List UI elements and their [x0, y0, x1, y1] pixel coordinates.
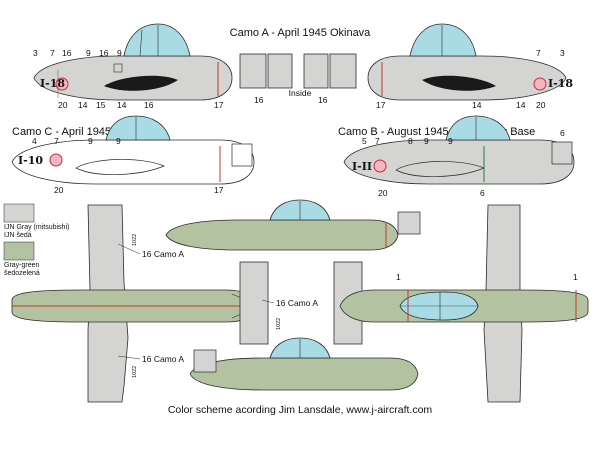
svg-text:IJN Gray (mitsubishi): IJN Gray (mitsubishi) [4, 224, 69, 231]
svg-text:7: 7 [50, 48, 55, 58]
svg-text:9: 9 [88, 136, 93, 146]
callout-camo-a-1: 16 Camo A [142, 249, 184, 259]
color-legend: IJN Gray (mitsubishi) IJN šedá Gray-gree… [3, 203, 69, 277]
svg-text:7: 7 [536, 48, 541, 58]
svg-text:1022: 1022 [276, 318, 282, 330]
profile-gray-green-upper [165, 199, 421, 251]
svg-text:9: 9 [117, 48, 122, 58]
canopy [105, 115, 171, 141]
plan-view-underside: 16 Camo A 16 Camo A 1022 1022 [11, 204, 263, 403]
plan-view-top: 1 1 [339, 204, 589, 403]
svg-text:20: 20 [536, 100, 546, 110]
hinomaru [373, 159, 387, 173]
svg-text:4: 4 [32, 136, 37, 146]
svg-text:6: 6 [560, 128, 565, 138]
svg-text:9: 9 [116, 136, 121, 146]
svg-text:1: 1 [396, 272, 401, 282]
profile-camo-a-right: I-18 7 3 20 14 14 17 [367, 23, 573, 110]
fuselage [189, 357, 419, 391]
profile-camo-b: I-II 5 7 8 9 9 6 20 6 [343, 115, 575, 198]
svg-text:1022: 1022 [132, 234, 138, 246]
svg-text:1022: 1022 [132, 366, 138, 378]
aircraft-code: I-18 [548, 77, 573, 90]
svg-text:16: 16 [99, 48, 109, 58]
svg-text:14: 14 [516, 100, 526, 110]
svg-text:1: 1 [573, 272, 578, 282]
svg-text:9: 9 [424, 136, 429, 146]
svg-text:16: 16 [144, 100, 154, 110]
svg-text:šedozelená: šedozelená [4, 270, 40, 277]
svg-text:15: 15 [96, 100, 106, 110]
aircraft-code: I-18 [40, 77, 65, 90]
svg-text:Gray-green: Gray-green [4, 262, 40, 269]
svg-text:17: 17 [214, 185, 224, 195]
svg-text:3: 3 [560, 48, 565, 58]
title-camo-a: Camo A - April 1945 Okinava [230, 27, 372, 39]
inside-label: Inside [289, 88, 312, 98]
svg-text:9: 9 [86, 48, 91, 58]
svg-text:14: 14 [78, 100, 88, 110]
profile-gray-green-lower [189, 337, 419, 391]
canopy [409, 23, 477, 57]
svg-text:14: 14 [472, 100, 482, 110]
svg-text:16: 16 [62, 48, 72, 58]
svg-text:16: 16 [318, 95, 328, 105]
svg-text:20: 20 [58, 100, 68, 110]
engine-intake-outline [75, 159, 165, 175]
callout-camo-a-3: 16 Camo A [276, 298, 318, 308]
svg-text:7: 7 [54, 136, 59, 146]
svg-text:IJN šedá: IJN šedá [4, 232, 32, 239]
callout-camo-a-2: 16 Camo A [142, 354, 184, 364]
fuselage [11, 139, 255, 185]
svg-text:8: 8 [408, 136, 413, 146]
profile-camo-a-left: I-18 3 7 16 9 16 9 20 14 15 14 16 17 [33, 23, 233, 110]
fuselage [165, 219, 399, 251]
svg-text:9: 9 [448, 136, 453, 146]
aircraft-code: I-10 [18, 154, 43, 167]
canopy [123, 23, 191, 57]
svg-text:7: 7 [375, 136, 380, 146]
hinomaru [533, 77, 547, 91]
svg-text:14: 14 [117, 100, 127, 110]
profile-camo-c: I-10 4 7 9 9 20 17 [11, 115, 255, 195]
legend-item-ijn-gray: IJN Gray (mitsubishi) IJN šedá [3, 203, 69, 239]
hinomaru [49, 153, 63, 167]
inside-panels: 16 16 Inside [239, 53, 357, 105]
aircraft-code: I-II [352, 160, 372, 173]
hinomaru [55, 77, 69, 91]
svg-text:3: 3 [33, 48, 38, 58]
legend-item-gray-green: Gray-green šedozelená [3, 241, 40, 277]
engine-intake [422, 75, 496, 91]
engine-intake [104, 75, 178, 91]
svg-text:20: 20 [378, 188, 388, 198]
svg-text:17: 17 [376, 100, 386, 110]
svg-text:6: 6 [480, 188, 485, 198]
canopy [445, 115, 511, 141]
svg-text:16: 16 [254, 95, 264, 105]
svg-text:17: 17 [214, 100, 224, 110]
svg-text:20: 20 [54, 185, 64, 195]
footer-credit: Color scheme acording Jim Lansdale, www.… [168, 404, 433, 416]
svg-text:5: 5 [362, 136, 367, 146]
